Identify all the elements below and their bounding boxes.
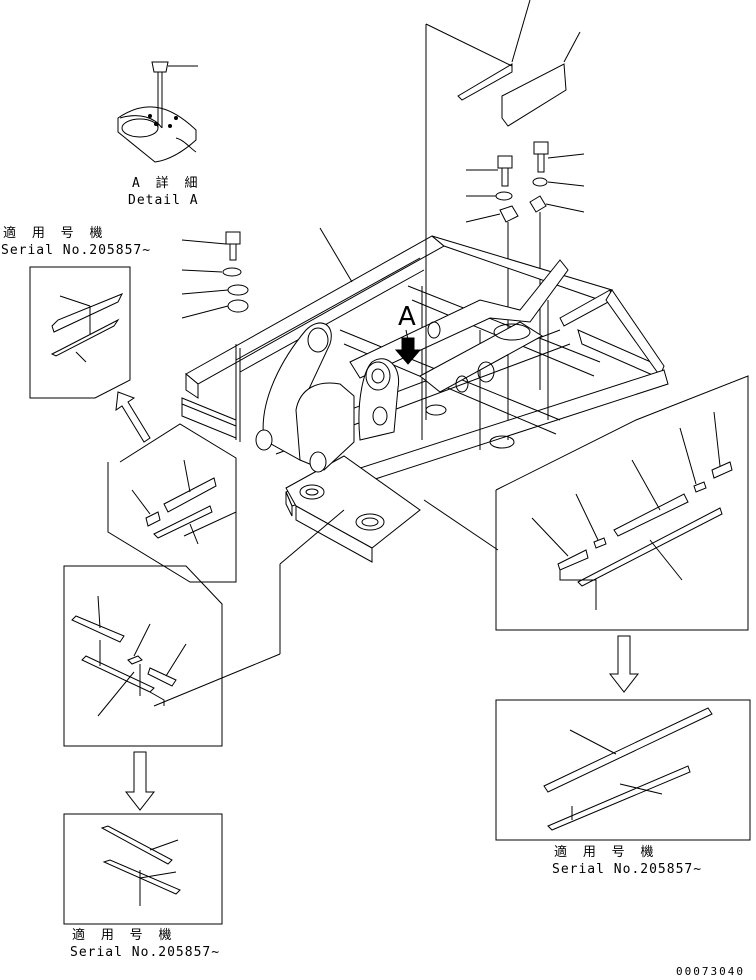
view-marker-a: A [398,302,416,332]
bolt-set-left [181,231,249,319]
cover-plates [425,0,581,127]
right-detail-box [423,375,749,631]
serial-box-top-left [29,266,131,399]
arrow-to-serial-box [115,391,151,443]
serial-top-left-jp: 適 用 号 機 [3,226,107,241]
mid-left-detail [107,423,237,583]
serial-box-bottom-left [63,813,223,925]
arrow-down-right [608,635,640,693]
serial-bottom-left-jp: 適 用 号 機 [72,928,176,943]
lower-left-box [63,509,345,747]
bolt-set-right [465,141,585,440]
drawing-code: 00073040 [676,965,745,978]
detail-a-drawing [117,61,198,163]
serial-right-en: Serial No.205857~ [552,862,703,877]
serial-bottom-left-en: Serial No.205857~ [70,945,221,960]
serial-box-right [495,699,751,841]
detail-a-label-en: Detail A [128,193,199,208]
main-frame [181,227,669,563]
detail-a-label-jp: A 詳 細 [132,176,202,191]
arrow-down-left [124,751,156,811]
serial-right-jp: 適 用 号 機 [554,845,658,860]
serial-top-left-en: Serial No.205857~ [1,243,152,258]
